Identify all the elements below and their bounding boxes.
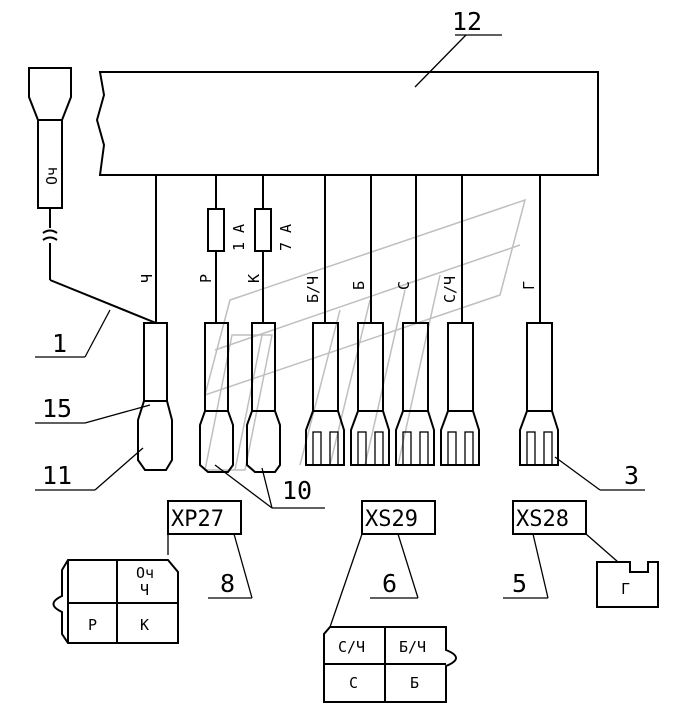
- fuse-1a-label: 1 А: [230, 224, 248, 251]
- xp27-cell-ch: Ч: [140, 581, 149, 599]
- xs29-cell-bch: Б/Ч: [399, 638, 426, 656]
- wire-label-k: К: [245, 274, 263, 283]
- wire-label-bch: Б/Ч: [304, 276, 322, 303]
- connector-xp27-face: [52, 559, 179, 644]
- callout-1: 1: [52, 329, 67, 358]
- control-unit-block: [95, 71, 599, 176]
- callout-15: 15: [42, 394, 72, 423]
- xs29-cell-s: С: [349, 674, 358, 692]
- fuse-1a: [207, 208, 225, 252]
- callout-5: 5: [512, 569, 527, 598]
- wire-label-b: Б: [350, 281, 368, 290]
- xs28-cell-g: Г: [621, 580, 630, 598]
- xs29-label: XS29: [365, 507, 418, 532]
- lamp-connector: [28, 67, 157, 324]
- xs28-label-box: [512, 500, 587, 535]
- terminal-flat-bch: [305, 322, 345, 466]
- callout-12: 12: [452, 7, 482, 36]
- callout-3: 3: [624, 461, 639, 490]
- connector-xs28-face: [596, 561, 659, 608]
- terminal-bullet-r: [199, 322, 234, 473]
- wires: [155, 175, 541, 323]
- wire-label-r: Р: [197, 274, 215, 283]
- terminal-flat-b: [350, 322, 390, 466]
- wire-label-g: Г: [520, 281, 538, 290]
- terminal-flat-g: [519, 322, 559, 466]
- terminal-bullet-11: [137, 322, 173, 471]
- callout-8: 8: [220, 569, 235, 598]
- xp27-label: XP27: [171, 507, 224, 532]
- callout-10: 10: [282, 476, 312, 505]
- fuse-7a-label: 7 А: [277, 224, 295, 251]
- wire-label-oc: Оч: [43, 167, 61, 185]
- wire-label-ch: Ч: [138, 274, 156, 283]
- callout-6: 6: [382, 569, 397, 598]
- callout-11: 11: [42, 461, 72, 490]
- xs29-cell-b: Б: [410, 674, 419, 692]
- connector-xs29-face: [323, 626, 457, 703]
- fuse-7a: [254, 208, 272, 252]
- xp27-cell-oc: Оч: [136, 564, 154, 582]
- xs29-cell-sch: С/Ч: [338, 638, 365, 656]
- watermark-logo: [203, 198, 527, 471]
- xp27-cell-r: Р: [88, 616, 97, 634]
- leader-12: [414, 34, 467, 88]
- terminal-flat-sch: [440, 322, 480, 466]
- xs28-label: XS28: [516, 507, 569, 532]
- xp27-label-box: [167, 500, 242, 535]
- terminal-bullet-k: [246, 322, 281, 473]
- xp27-cell-k: К: [140, 616, 149, 634]
- terminal-flat-s: [395, 322, 435, 466]
- wire-label-s: С: [395, 281, 413, 290]
- wire-label-sch: С/Ч: [441, 276, 459, 303]
